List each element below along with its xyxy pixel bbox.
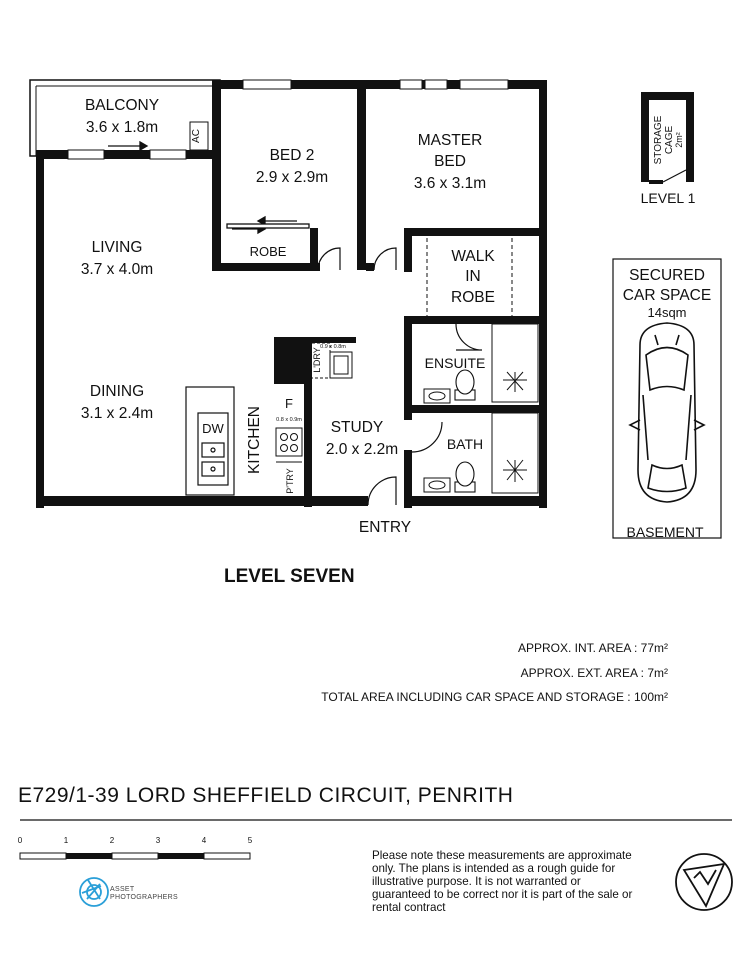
scale-tick-1: 1 xyxy=(64,836,69,845)
storage-label-line1: STORAGE xyxy=(653,115,664,164)
robe-dashes xyxy=(426,238,513,316)
master-label-line2: BED xyxy=(434,153,466,170)
dining-size: 3.1 x 2.4m xyxy=(81,405,153,422)
study-size: 2.0 x 2.2m xyxy=(326,441,398,458)
car-icon xyxy=(628,322,706,503)
walkin-label-line2: IN xyxy=(465,268,481,285)
scale-tick-5: 5 xyxy=(248,836,253,845)
balcony-size: 3.6 x 1.8m xyxy=(86,119,158,136)
scale-bar: 0 1 2 3 4 5 xyxy=(18,819,732,860)
basin-icon xyxy=(423,388,451,493)
living-size: 3.7 x 4.0m xyxy=(81,261,153,278)
shower-icon xyxy=(491,323,539,494)
car-label-line1: SECURED xyxy=(629,267,705,284)
room-labels: BALCONY 3.6 x 1.8m AC BED 2 2.9 x 2.9m R… xyxy=(81,97,496,536)
storage-label-line3: 2m² xyxy=(674,132,684,148)
cooktop-icon xyxy=(275,427,303,463)
sliding-door-marks xyxy=(108,140,310,235)
car-level-label: BASEMENT xyxy=(626,524,703,540)
windows xyxy=(67,79,509,160)
storage-label-line2: CAGE xyxy=(664,126,675,155)
compass-icon: N xyxy=(675,853,733,911)
kitchen-label: KITCHEN xyxy=(246,406,263,474)
laundry-size: 0.9 x 0.8m xyxy=(320,344,346,350)
scale-tick-0: 0 xyxy=(18,836,23,845)
walkin-label-line1: WALK xyxy=(451,248,495,265)
master-label-line1: MASTER xyxy=(418,132,483,149)
logo-line1: ASSET xyxy=(110,886,135,893)
fridge-label: F xyxy=(285,396,293,411)
bed2-size: 2.9 x 2.9m xyxy=(256,169,328,186)
scale-tick-3: 3 xyxy=(156,836,161,845)
property-address: E729/1-39 LORD SHEFFIELD CIRCUIT, PENRIT… xyxy=(18,784,514,807)
dining-label: DINING xyxy=(90,383,144,400)
pantry-label: P'TRY xyxy=(285,468,295,494)
scale-tick-4: 4 xyxy=(202,836,207,845)
toilet-icon xyxy=(454,369,476,493)
level-title: LEVEL SEVEN xyxy=(224,566,355,587)
robe-label: ROBE xyxy=(250,244,287,259)
storage-level-label: LEVEL 1 xyxy=(641,190,696,206)
total-area: TOTAL AREA INCLUDING CAR SPACE AND STORA… xyxy=(321,690,668,704)
car-label-line2: CAR SPACE xyxy=(623,287,711,304)
ensuite-label: ENSUITE xyxy=(425,355,486,371)
bed2-label: BED 2 xyxy=(270,147,315,164)
door-swings xyxy=(317,247,483,506)
laundry-label: L'DRY xyxy=(312,347,322,373)
master-size: 3.6 x 3.1m xyxy=(414,175,486,192)
logo-line2: PHOTOGRAPHERS xyxy=(110,894,178,901)
disclaimer-text: Please note these measurements are appro… xyxy=(372,849,633,914)
fridge-size: 0.8 x 0.9m xyxy=(276,417,302,423)
laundry-tub xyxy=(312,342,353,379)
scale-tick-2: 2 xyxy=(110,836,115,845)
logo-aperture-icon xyxy=(79,877,109,907)
walkin-label-line3: ROBE xyxy=(451,289,495,306)
dishwasher-label: DW xyxy=(202,421,224,436)
internal-area: APPROX. INT. AREA : 77m² xyxy=(517,641,668,655)
car-space: SECURED CAR SPACE 14sqm BASEMENT xyxy=(612,258,722,540)
ac-label: AC xyxy=(191,129,202,143)
bath-label: BATH xyxy=(447,436,483,452)
entry-label: ENTRY xyxy=(359,519,411,536)
car-label-line3: 14sqm xyxy=(647,305,686,320)
storage-cage: STORAGE CAGE 2m² LEVEL 1 xyxy=(641,92,696,206)
plan-walls xyxy=(29,79,547,508)
living-label: LIVING xyxy=(92,239,143,256)
logo-text: ASSET PHOTOGRAPHERS xyxy=(110,886,178,902)
balcony-label: BALCONY xyxy=(85,97,159,114)
kitchen-bench xyxy=(185,386,235,496)
study-label: STUDY xyxy=(331,419,384,436)
external-area: APPROX. EXT. AREA : 7m² xyxy=(520,666,668,680)
ac-unit xyxy=(189,121,209,151)
